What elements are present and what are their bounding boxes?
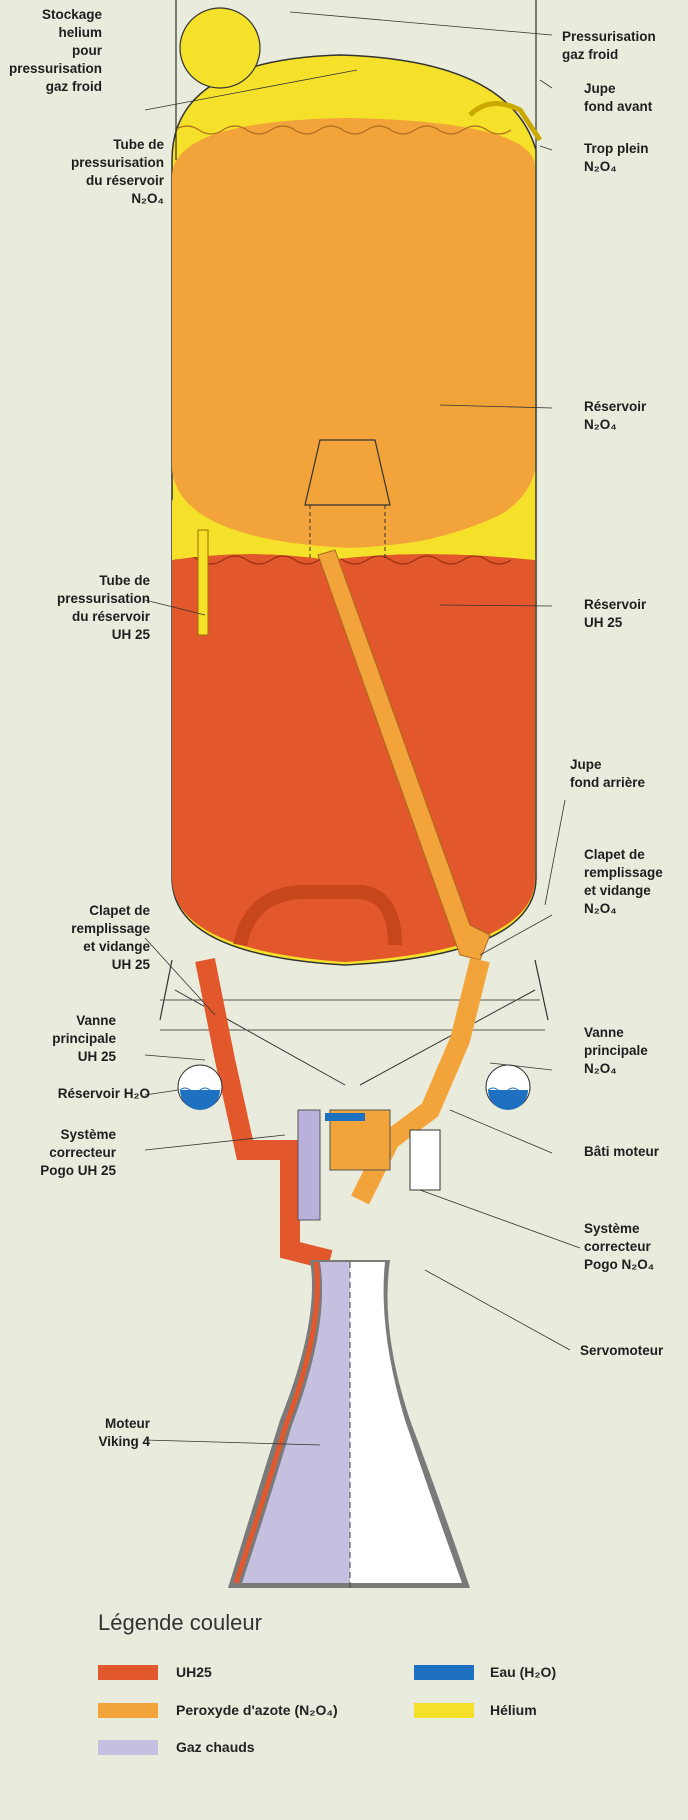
n2o4-anti-vortex bbox=[304, 439, 391, 506]
intertank-helium bbox=[172, 500, 535, 560]
legend-swatch-helium bbox=[414, 1703, 474, 1718]
uh25-outlet-pipe bbox=[233, 885, 402, 947]
label-servomoteur: Servomoteur bbox=[580, 1343, 664, 1358]
nozzle-white-half bbox=[350, 1262, 462, 1583]
nozzle-hot-gas bbox=[242, 1262, 350, 1583]
legend-label-helium: Hélium bbox=[490, 1702, 537, 1718]
pogo-n2o4 bbox=[409, 1129, 441, 1191]
n2o4-liquid-surface bbox=[174, 125, 512, 135]
label-reservoir-h2o: Réservoir H₂O bbox=[57, 1086, 150, 1101]
legend-swatch-water bbox=[414, 1665, 474, 1680]
uh25-liquid-surface bbox=[174, 555, 512, 565]
legend-swatch-uh25 bbox=[98, 1665, 158, 1680]
legend-label-n2o4: Peroxyde d'azote (N₂O₄) bbox=[176, 1702, 338, 1718]
thrust-frame-left bbox=[159, 959, 173, 1021]
hot-gas-pipe bbox=[297, 1109, 321, 1221]
label-bati-moteur: Bâti moteur bbox=[584, 1144, 660, 1159]
uh25-main-line bbox=[195, 958, 333, 1270]
legend-title: Légende couleur bbox=[98, 1610, 262, 1635]
legend-label-uh25: UH25 bbox=[176, 1664, 212, 1680]
n2o4-reservoir bbox=[172, 118, 535, 548]
uh25-pressurisation-tube bbox=[197, 529, 209, 636]
water-reservoir-right bbox=[485, 1064, 531, 1110]
engine-bay bbox=[159, 957, 549, 1588]
water-reservoir-left bbox=[177, 1064, 223, 1110]
n2o4-overflow-tube bbox=[468, 101, 543, 142]
thrust-frame-right bbox=[534, 959, 549, 1021]
leader-lines bbox=[144, 11, 581, 1446]
legend-swatch-hot-gas bbox=[98, 1740, 158, 1755]
tank bbox=[171, 0, 543, 966]
nozzle-uh25-cooling bbox=[233, 1261, 320, 1584]
helium-storage-sphere bbox=[179, 7, 261, 89]
legend-swatch-n2o4 bbox=[98, 1703, 158, 1718]
thrust-strut-1 bbox=[174, 989, 346, 1086]
legend-label-water: Eau (H₂O) bbox=[490, 1664, 557, 1680]
legend-label-hot-gas: Gaz chauds bbox=[176, 1739, 255, 1755]
thrust-strut-2 bbox=[359, 989, 536, 1086]
water-line bbox=[325, 1113, 365, 1121]
